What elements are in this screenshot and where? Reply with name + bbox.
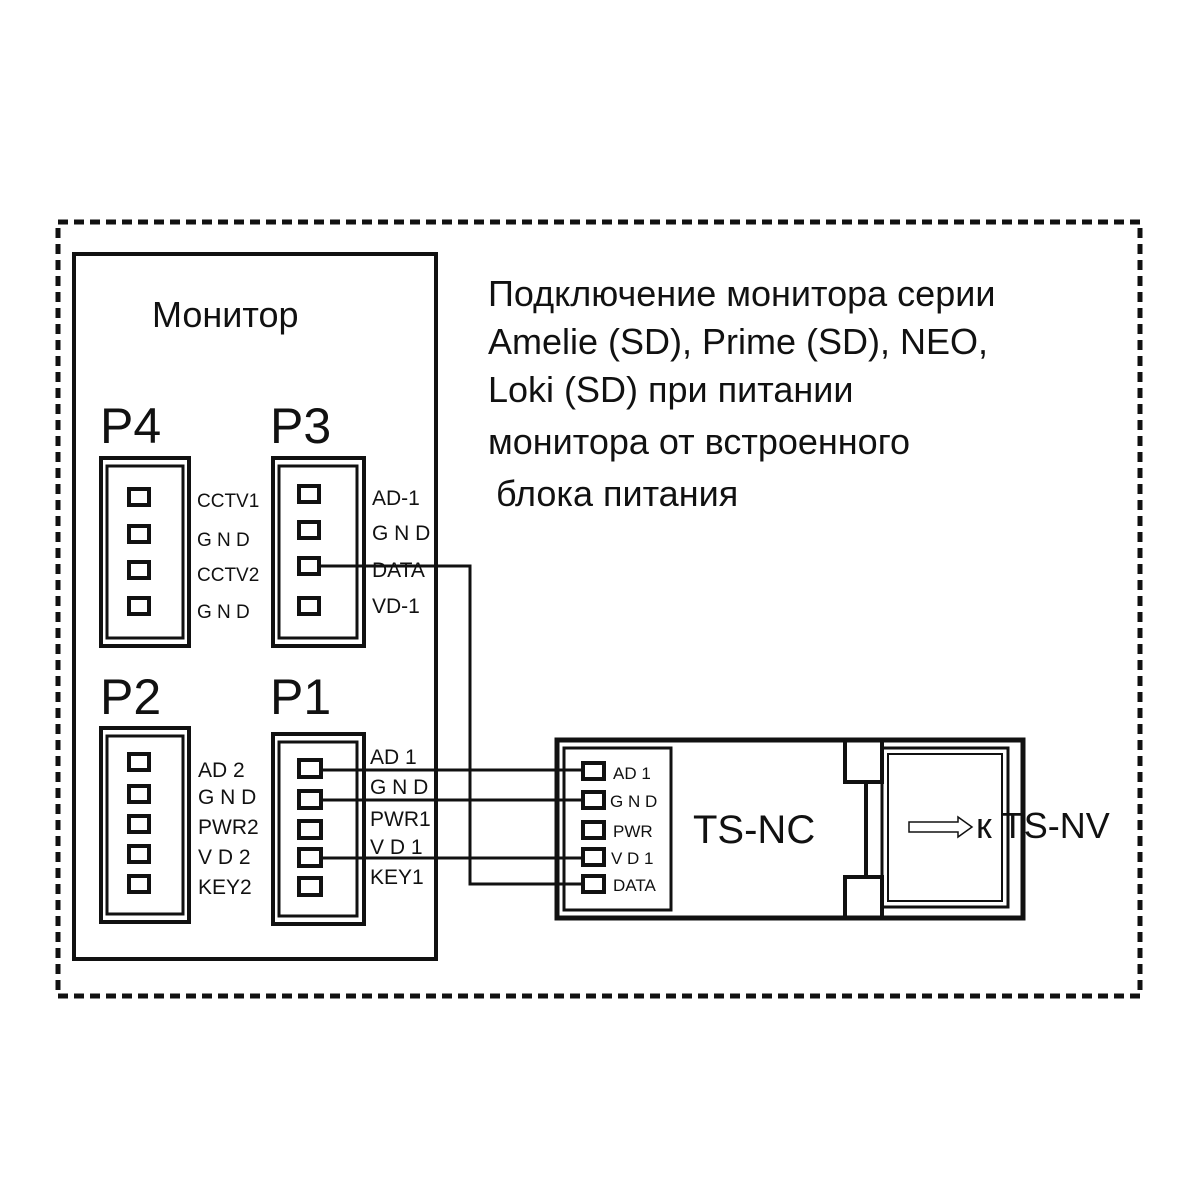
connector-p3-pin-label: G N D xyxy=(372,522,430,545)
connector-p1-pin-label: G N D xyxy=(370,776,428,799)
connector-p2-pin-1 xyxy=(127,752,151,772)
connector-p4-pin-label: G N D xyxy=(197,530,250,551)
connector-p4-pin-label: G N D xyxy=(197,602,250,623)
connector-p1-pin-4 xyxy=(297,847,323,868)
connector-p3-pin-2 xyxy=(297,520,321,540)
connector-p4-pin-label: CCTV2 xyxy=(197,565,259,586)
ts-nc-terminal-block xyxy=(562,746,673,912)
title-line-3: Loki (SD) при питании xyxy=(488,369,853,410)
ts-nc-socket-tab-bottom xyxy=(843,875,884,920)
connector-p3-pin-1 xyxy=(297,484,321,504)
connector-p1-pin-2 xyxy=(297,789,323,810)
connector-p2-pin-label: PWR2 xyxy=(198,816,259,839)
ts-nc-pin-4 xyxy=(581,847,606,867)
connector-p3: P3 AD-1 G N D DATA VD-1 xyxy=(270,398,430,648)
connector-p1-pin-5 xyxy=(297,876,323,897)
connector-p1: P1 AD 1 G N D PWR1 V D 1 KEY1 xyxy=(270,669,431,926)
wire-data xyxy=(321,564,583,886)
ts-nc-pin-label: V D 1 xyxy=(611,849,654,868)
connector-p3-name: P3 xyxy=(270,398,331,454)
connector-p2-inner xyxy=(105,734,185,916)
connector-p3-pin-3 xyxy=(297,556,321,576)
connector-p2-pin-label: V D 2 xyxy=(198,846,251,869)
title-line-5: блока питания xyxy=(496,473,738,514)
monitor-box xyxy=(72,252,438,961)
ts-nc-label: TS-NC xyxy=(693,808,815,852)
ts-nc-pin-1 xyxy=(581,761,606,781)
connector-p3-inner xyxy=(277,464,359,640)
ts-nc-module: AD 1 G N D PWR V D 1 DATA TS-NC к TS-NV xyxy=(554,737,1110,921)
connector-p4-housing xyxy=(99,456,191,648)
ts-nc-pin-label: G N D xyxy=(610,792,657,811)
ts-nc-pin-3 xyxy=(581,820,606,840)
connector-p2-housing xyxy=(99,726,191,924)
connector-p3-pin-label: DATA xyxy=(372,559,425,582)
ts-nc-socket-tab-top xyxy=(843,738,884,784)
ts-nc-socket-inner xyxy=(887,753,1003,902)
connector-p3-pin-label: AD-1 xyxy=(372,487,420,510)
connector-p4-pin-1 xyxy=(127,487,151,507)
ts-nc-pin-5 xyxy=(581,874,606,894)
ts-nc-pin-label: DATA xyxy=(613,876,656,895)
connector-p2: P2 AD 2 G N D PWR2 V D 2 KEY2 xyxy=(99,669,259,924)
connector-p1-pin-1 xyxy=(297,758,323,779)
connector-p4-pin-2 xyxy=(127,524,151,544)
arrow-icon xyxy=(908,815,974,839)
monitor-label: Монитор xyxy=(152,294,299,335)
connector-p1-housing xyxy=(271,732,366,926)
connector-p1-pin-label: AD 1 xyxy=(370,746,417,769)
connector-p1-pin-label: PWR1 xyxy=(370,808,431,831)
connector-p2-pin-5 xyxy=(127,874,151,894)
connector-p2-pin-label: KEY2 xyxy=(198,876,252,899)
connector-p1-pin-3 xyxy=(297,819,323,840)
connector-p2-name: P2 xyxy=(100,669,161,725)
ts-nc-socket xyxy=(880,746,1010,909)
connector-p2-pin-4 xyxy=(127,844,151,864)
connector-p2-pin-3 xyxy=(127,814,151,834)
ts-nc-pin-label: AD 1 xyxy=(613,764,651,783)
wires xyxy=(321,564,583,886)
connector-p4-inner xyxy=(105,464,185,640)
ts-nc-pin-2 xyxy=(581,790,606,810)
connector-p4-name: P4 xyxy=(100,398,161,454)
title-line-4: монитора от встроенного xyxy=(488,421,910,462)
connector-p1-name: P1 xyxy=(270,669,331,725)
connector-p1-pin-label: KEY1 xyxy=(370,866,424,889)
diagram-title: Подключение монитора серии Amelie (SD), … xyxy=(488,273,995,514)
connector-p1-pin-label: V D 1 xyxy=(370,836,423,859)
arrow-label: к TS-NV xyxy=(976,805,1110,846)
connector-p3-housing xyxy=(271,456,366,648)
connector-p2-pin-2 xyxy=(127,784,151,804)
title-line-2: Amelie (SD), Prime (SD), NEO, xyxy=(488,321,988,362)
title-line-1: Подключение монитора серии xyxy=(488,273,995,314)
connector-p2-pin-label: G N D xyxy=(198,786,256,809)
connector-p4: P4 CCTV1 G N D CCTV2 G N D xyxy=(99,398,259,648)
connector-p4-pin-4 xyxy=(127,596,151,616)
connector-p3-pin-label: VD-1 xyxy=(372,595,420,618)
connector-p1-inner xyxy=(277,740,359,918)
connector-p3-pin-4 xyxy=(297,596,321,616)
connector-p4-pin-3 xyxy=(127,560,151,580)
connector-p4-pin-label: CCTV1 xyxy=(197,491,259,512)
ts-nc-pin-label: PWR xyxy=(613,822,653,841)
connector-p2-pin-label: AD 2 xyxy=(198,759,245,782)
ts-nc-body xyxy=(554,737,1026,921)
